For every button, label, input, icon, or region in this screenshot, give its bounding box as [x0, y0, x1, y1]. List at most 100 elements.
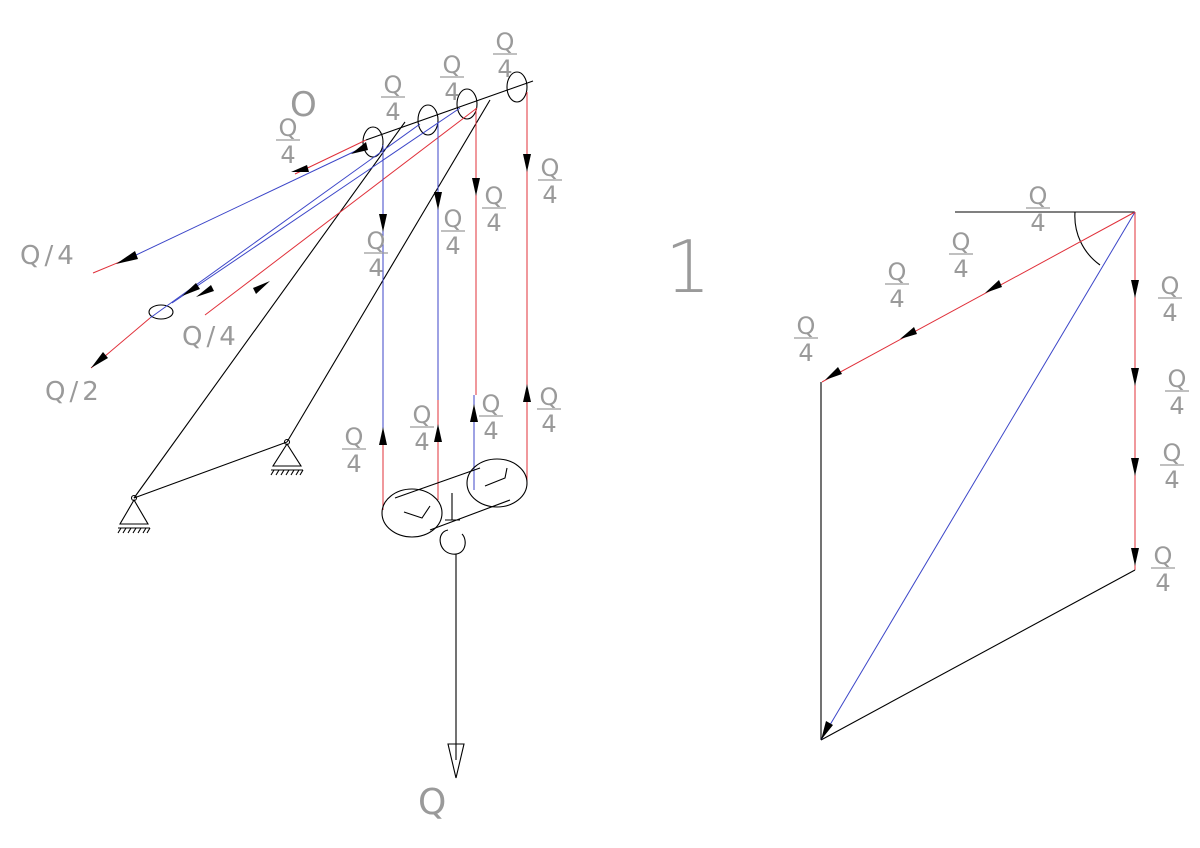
label-load-q: Q: [418, 782, 446, 823]
load-arrow-icon: [447, 743, 465, 779]
svg-text:Q: Q: [345, 423, 364, 451]
svg-text:Q: Q: [384, 71, 403, 99]
svg-text:4: 4: [444, 78, 459, 106]
svg-text:Q: Q: [540, 383, 559, 411]
polygon-arrow-2: [900, 327, 917, 339]
frac-vert-1-upper: Q4: [364, 227, 388, 282]
arrow-rope-q4b: [253, 281, 270, 294]
left-text-labels: O Q/4 Q/4 Q/2 Q: [20, 85, 446, 823]
svg-text:Q: Q: [541, 154, 560, 182]
svg-text:4: 4: [953, 255, 968, 283]
frac-vert-4-upper: Q4: [538, 154, 562, 209]
svg-text:Q: Q: [485, 182, 504, 210]
svg-text:4: 4: [1164, 466, 1179, 494]
top-pulley-4: [506, 71, 528, 103]
hinge-support-right-icon: [270, 438, 304, 476]
frac-vert-3-upper: Q4: [482, 182, 506, 237]
svg-text:4: 4: [280, 141, 295, 169]
svg-text:Q: Q: [888, 258, 907, 286]
polygon-diagonal-blue: [820, 211, 1136, 741]
frac-poly-slant-2: Q4: [885, 258, 909, 313]
label-q4-left: Q/4: [20, 241, 78, 271]
svg-text:4: 4: [798, 339, 813, 367]
hook-block-axle-bottom: [429, 499, 511, 531]
svg-text:4: 4: [483, 417, 498, 445]
frac-top-pulley-3: Q4: [440, 51, 464, 106]
hook-pulley-left: [381, 488, 443, 538]
top-pulley-2: [417, 104, 439, 136]
force-polygon: [820, 211, 1139, 741]
svg-text:4: 4: [385, 98, 400, 126]
frac-top-pulley-4: Q4: [493, 28, 517, 83]
arrow-rope-q4: [116, 251, 138, 264]
svg-text:4: 4: [486, 209, 501, 237]
svg-text:4: 4: [1155, 569, 1170, 597]
frac-vert-3-lower: Q4: [479, 390, 503, 445]
hook-pulley-right: [466, 458, 528, 508]
base-tie-line: [133, 441, 288, 499]
arrow-rope-q4-near-pulley: [351, 142, 368, 154]
svg-text:Q: Q: [1161, 272, 1180, 300]
svg-text:Q: Q: [1154, 542, 1173, 570]
polygon-arrow-1: [985, 280, 1002, 293]
frac-poly-right-2: Q4: [1165, 365, 1189, 420]
polygon-right-arrow-4: [1131, 548, 1139, 566]
arrow-vert-1-down: [379, 214, 387, 232]
hook-block-axle-top: [394, 467, 481, 499]
frac-poly-slant-1: Q4: [949, 228, 973, 283]
svg-text:Q: Q: [482, 390, 501, 418]
arrow-vert-2-down: [434, 192, 442, 210]
boom-strut-left: [133, 121, 406, 499]
hook-stem: [445, 493, 460, 521]
svg-text:4: 4: [497, 55, 512, 83]
svg-text:Q: Q: [1163, 439, 1182, 467]
label-q2: Q/2: [45, 377, 103, 407]
svg-text:4: 4: [541, 410, 556, 438]
hook-block-inner-2: [484, 467, 508, 487]
svg-text:4: 4: [368, 254, 383, 282]
svg-text:Q: Q: [797, 312, 816, 340]
top-pulley-1: [362, 126, 384, 158]
arrow-vert-4-down: [523, 154, 531, 172]
polygon-arrow-3: [825, 367, 842, 380]
arrow-rope-q2: [91, 352, 108, 368]
frac-poly-right-1: Q4: [1158, 272, 1182, 327]
frac-vert-2-lower: Q4: [410, 401, 434, 456]
polygon-bottom-line: [820, 569, 1136, 741]
arrow-vert-4-up: [523, 384, 531, 402]
boom-strut-right: [286, 99, 491, 443]
frac-poly-right-4: Q4: [1151, 542, 1175, 597]
svg-text:Q: Q: [444, 205, 463, 233]
top-pulley-3: [456, 88, 478, 120]
svg-text:4: 4: [889, 285, 904, 313]
svg-text:4: 4: [1162, 299, 1177, 327]
hinge-support-left-icon: [117, 494, 151, 534]
label-center-1: 1: [665, 225, 711, 309]
polygon-right-arrow-1: [1131, 280, 1139, 298]
frac-poly-slant-3: Q4: [794, 312, 818, 367]
label-node-o: O: [290, 85, 317, 125]
svg-text:Q: Q: [443, 51, 462, 79]
svg-text:4: 4: [1169, 392, 1184, 420]
frac-poly-right-3: Q4: [1160, 439, 1184, 494]
label-q4-mid: Q/4: [182, 322, 240, 352]
arrow-vert-3-down: [472, 178, 480, 196]
arrow-vert-3-up: [470, 404, 478, 422]
frac-vert-1-lower: Q4: [342, 423, 366, 478]
rope-deflect-mid: [171, 107, 461, 304]
svg-text:Q: Q: [413, 401, 432, 429]
arrow-deflect-b: [196, 285, 214, 297]
svg-text:4: 4: [445, 232, 460, 260]
arrow-deflect-a: [182, 283, 200, 296]
svg-text:Q: Q: [952, 228, 971, 256]
svg-text:Q: Q: [367, 227, 386, 255]
frac-top-pulley-1: Q4: [276, 114, 300, 169]
hook-block-inner-1: [403, 505, 431, 519]
polygon-right-arrow-3: [1131, 458, 1139, 476]
svg-text:Q: Q: [279, 114, 298, 142]
frac-poly-top: Q4: [1026, 182, 1050, 237]
svg-text:4: 4: [346, 450, 361, 478]
svg-text:4: 4: [414, 428, 429, 456]
